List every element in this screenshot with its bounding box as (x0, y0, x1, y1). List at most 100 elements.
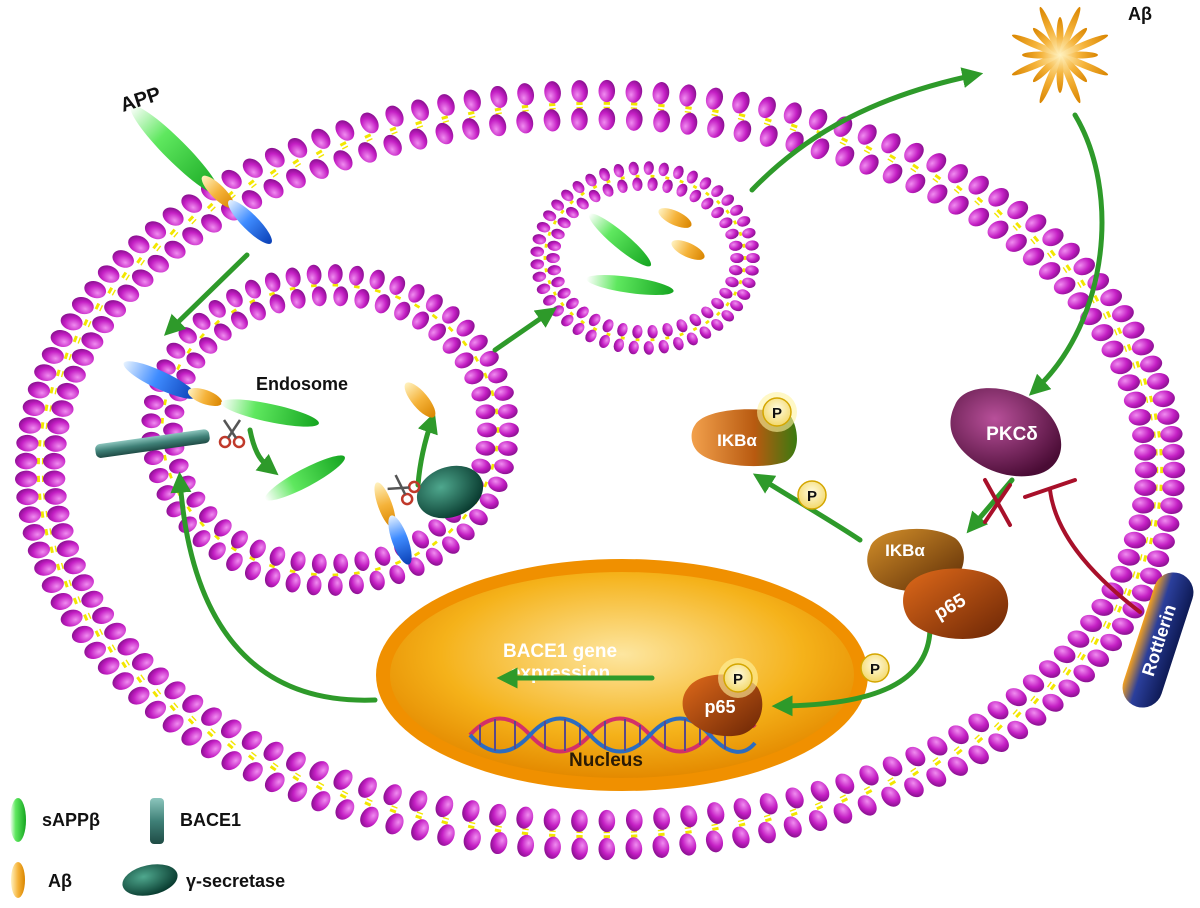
lipid-tail (1150, 413, 1158, 421)
lipid-head (117, 638, 140, 656)
lipid-head (658, 162, 669, 177)
lipid-tail (199, 332, 205, 340)
pkc-label: PKCδ (986, 424, 1038, 445)
lipid-head (810, 780, 830, 802)
lipid-head (551, 228, 565, 240)
lipid-tail (1012, 709, 1022, 719)
lipid-head (311, 791, 331, 812)
lipid-tail (910, 767, 920, 777)
lipid-head (494, 385, 514, 401)
lipid-tail (1139, 554, 1148, 562)
lipid-head (653, 807, 671, 830)
lipid-tail (226, 740, 236, 750)
lipid-tail (704, 319, 710, 325)
lipid-tail (226, 190, 236, 200)
lipid-tail (44, 528, 52, 536)
lipid-head (1134, 444, 1157, 461)
lipid-tail (953, 746, 963, 756)
lipid-head (689, 189, 702, 203)
lipid-head (1123, 391, 1147, 409)
abeta-fibril (1032, 27, 1061, 56)
lipid-head (181, 727, 203, 746)
endosome-label: Endosome (256, 374, 348, 394)
lipid-head (147, 254, 169, 273)
abeta-label: Aβ (1128, 4, 1152, 24)
lipid-tail (230, 546, 237, 552)
lipid-head (1007, 200, 1029, 220)
lipid-head (385, 813, 404, 835)
lipid-head (208, 300, 226, 318)
lipid-head (16, 434, 39, 452)
lipid-head (1134, 479, 1157, 496)
lipid-head (71, 574, 94, 592)
lipid-head (566, 206, 579, 219)
lipid-head (547, 265, 562, 276)
lipid-head (354, 289, 370, 309)
lipid-tail (136, 256, 146, 266)
lipid-head (571, 108, 588, 131)
lipid-head (497, 404, 518, 419)
lipid-tail (974, 196, 984, 206)
lipid-tail (214, 319, 221, 326)
lipid-head (428, 519, 447, 537)
lipid-head (463, 828, 481, 851)
lipid-head (244, 279, 262, 299)
lipid-tail (738, 231, 743, 237)
lipid-head (264, 568, 281, 588)
lipid-head (588, 313, 601, 327)
lipid-head (71, 625, 94, 644)
lipid-head (412, 530, 430, 549)
lipid-head (462, 800, 480, 822)
lipid-head (572, 322, 585, 335)
lipid-head (348, 265, 364, 286)
lipid-head (1091, 324, 1114, 342)
lipid-tail (692, 326, 698, 332)
abeta-fibril (1059, 54, 1109, 76)
lipid-tail (230, 308, 237, 314)
inhibition-mark (983, 478, 1142, 614)
lipid-head (613, 338, 625, 353)
lipid-head (561, 314, 574, 327)
lipid-head (617, 179, 628, 193)
lipid-head (44, 435, 67, 452)
lipid-tail (863, 786, 873, 795)
lipid-head (309, 159, 329, 179)
lipid-tail (431, 313, 438, 320)
lipid-head (221, 751, 242, 771)
lipid-head (625, 837, 643, 860)
lipid-head (1111, 305, 1134, 323)
lipid-head (1073, 664, 1095, 683)
lipid-head (490, 832, 508, 855)
lipid-head (707, 802, 725, 824)
lipid-tail (83, 612, 92, 622)
lipid-head (199, 337, 218, 354)
lipid-tail (620, 176, 625, 180)
lipid-head (311, 553, 327, 574)
lipid-head (164, 240, 186, 259)
lipid-head (599, 168, 610, 182)
lipid-tail (548, 102, 556, 110)
lipid-head (1091, 598, 1114, 616)
lipid-tail (49, 386, 58, 395)
lipid-tail (315, 781, 325, 791)
lipid-tail (176, 363, 182, 371)
lipid-head (63, 365, 86, 383)
lipid-head (499, 422, 519, 438)
lipid-tail (315, 149, 325, 159)
lipid-head (1053, 645, 1076, 664)
lipid-head (213, 323, 232, 341)
lipid-head (47, 505, 70, 523)
lipid-head (1132, 496, 1155, 514)
lipid-head (1146, 550, 1170, 568)
lipid-tail (163, 454, 168, 461)
lipid-tail (1062, 264, 1072, 273)
lipid-head (192, 530, 211, 548)
lipid-head (857, 795, 877, 816)
lipid-tail (473, 355, 479, 362)
lipid-head (572, 181, 585, 194)
lipid-tail (560, 301, 565, 307)
lipid-head (244, 561, 262, 581)
lipid-tail (1077, 651, 1086, 661)
lipid-head (1067, 292, 1090, 310)
abeta-fibril (1039, 54, 1061, 104)
